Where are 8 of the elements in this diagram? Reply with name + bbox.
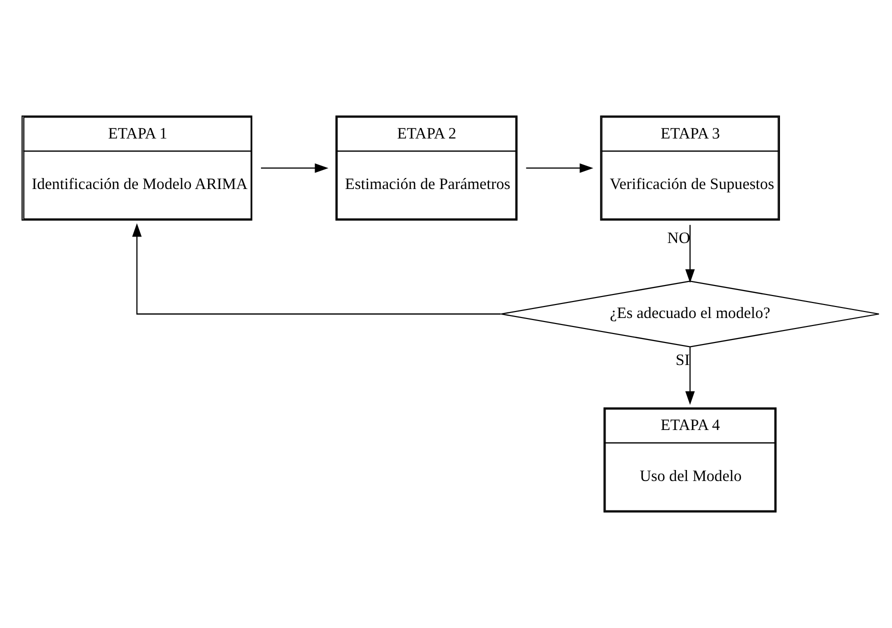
edge-label: NO	[667, 230, 690, 248]
edge-label: SI	[676, 352, 690, 370]
arrow	[526, 163, 594, 173]
arrow	[132, 223, 501, 315]
arrow	[685, 347, 695, 405]
arrow	[685, 224, 695, 283]
arrow	[260, 163, 328, 173]
node-diamond: ¿Es adecuado el modelo?	[500, 280, 880, 348]
